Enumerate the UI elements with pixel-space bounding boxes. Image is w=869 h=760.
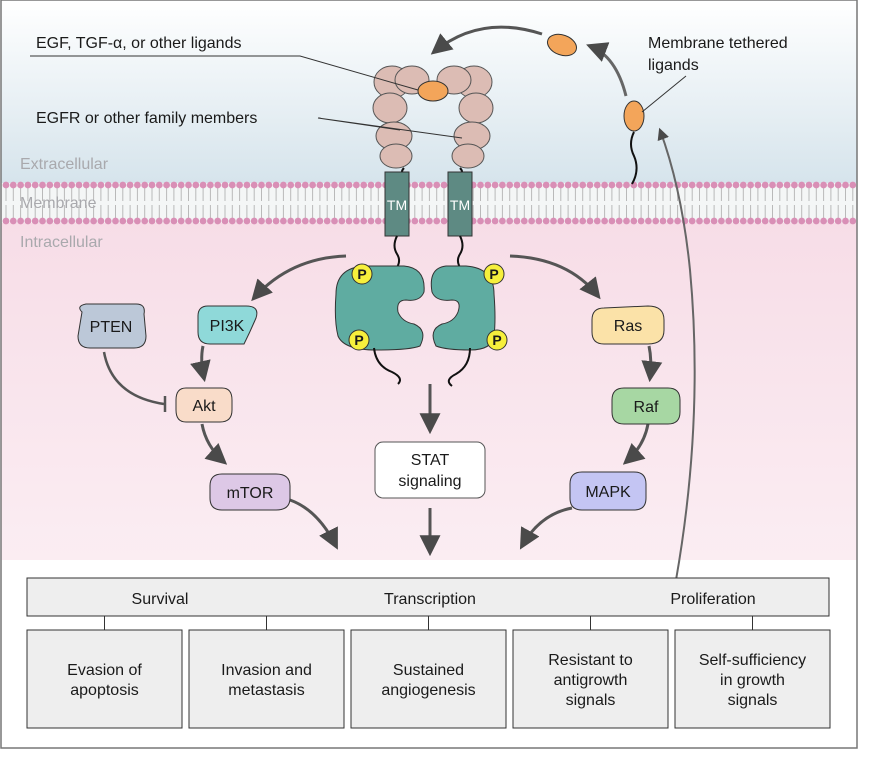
svg-text:Ras: Ras: [614, 318, 642, 335]
tethered-callout-line2: ligands: [648, 57, 699, 74]
intracellular-label: Intracellular: [20, 234, 103, 251]
proliferation-label: Proliferation: [670, 591, 755, 608]
tm-right: TM: [447, 171, 473, 237]
tm-left: TM: [384, 171, 410, 237]
outcome-bar: Survival Transcription Proliferation: [26, 577, 830, 617]
svg-text:Akt: Akt: [192, 398, 216, 415]
svg-text:P: P: [489, 266, 498, 282]
tether-anchor: [630, 131, 638, 185]
hallmark-box: Self-sufficiency in growth signals: [674, 629, 831, 729]
ligands-callout: EGF, TGF-α, or other ligands: [36, 35, 241, 52]
mtor-node: mTOR: [209, 473, 291, 511]
svg-text:PI3K: PI3K: [210, 318, 245, 335]
frame: [0, 0, 858, 749]
extracellular-label: Extracellular: [20, 156, 109, 173]
hallmark-text: Sustained: [393, 662, 464, 679]
receptor-callout: EGFR or other family members: [36, 110, 257, 127]
mapk-node: MAPK: [569, 471, 647, 511]
stat-signaling-node: STAT signaling: [374, 441, 486, 499]
hallmark-text: Evasion of: [67, 662, 142, 679]
pi3k-node: PI3K: [197, 305, 258, 345]
hallmark-box: Resistant to antigrowth signals: [512, 629, 669, 729]
free-ligand: [546, 33, 578, 57]
svg-text:signaling: signaling: [398, 473, 461, 490]
hallmark-box: Sustained angiogenesis: [350, 629, 507, 729]
tethered-callout-line1: Membrane tethered: [648, 35, 788, 52]
hallmark-text: angiogenesis: [381, 682, 475, 699]
hallmark-box: Evasion of apoptosis: [26, 629, 183, 729]
survival-label: Survival: [132, 591, 189, 608]
hallmark-text: Resistant to: [548, 652, 633, 669]
membrane-label: Membrane: [20, 195, 97, 212]
hallmark-text: Invasion and: [221, 662, 312, 679]
svg-text:Raf: Raf: [634, 399, 659, 416]
ras-node: Ras: [591, 305, 665, 345]
hallmark-text: signals: [728, 692, 778, 709]
hallmark-text: in growth: [720, 672, 785, 689]
svg-text:STAT: STAT: [411, 452, 450, 469]
svg-text:P: P: [492, 332, 501, 348]
hallmark-text: antigrowth: [554, 672, 628, 689]
hallmark-box: Invasion and metastasis: [188, 629, 345, 729]
bound-ligand: [417, 80, 449, 102]
svg-text:TM: TM: [387, 197, 407, 213]
feedback-arrow: [657, 127, 696, 581]
lipid-bilayer: [2, 181, 857, 225]
svg-text:mTOR: mTOR: [227, 485, 274, 502]
phospho-site: P: [483, 263, 505, 285]
phospho-site: P: [486, 329, 508, 351]
raf-node: Raf: [611, 387, 681, 425]
svg-text:TM: TM: [450, 197, 470, 213]
hallmark-text: signals: [566, 692, 616, 709]
akt-node: Akt: [175, 387, 233, 423]
svg-text:MAPK: MAPK: [585, 484, 631, 501]
phospho-site: P: [348, 329, 370, 351]
hallmark-boxes: Evasion of apoptosis Invasion and metastasi…: [26, 616, 831, 729]
kinase-domain-right: [430, 265, 496, 387]
hallmark-text: Self-sufficiency: [699, 652, 806, 669]
svg-text:P: P: [357, 266, 366, 282]
tethered-ligand: [623, 100, 645, 132]
hallmark-text: apoptosis: [70, 682, 139, 699]
svg-text:PTEN: PTEN: [90, 319, 133, 336]
pten-node: PTEN: [77, 303, 147, 349]
hallmark-text: metastasis: [228, 682, 304, 699]
svg-text:P: P: [354, 332, 363, 348]
transcription-label: Transcription: [384, 591, 476, 608]
inhibition-line: [102, 351, 165, 406]
phospho-site: P: [351, 263, 373, 285]
